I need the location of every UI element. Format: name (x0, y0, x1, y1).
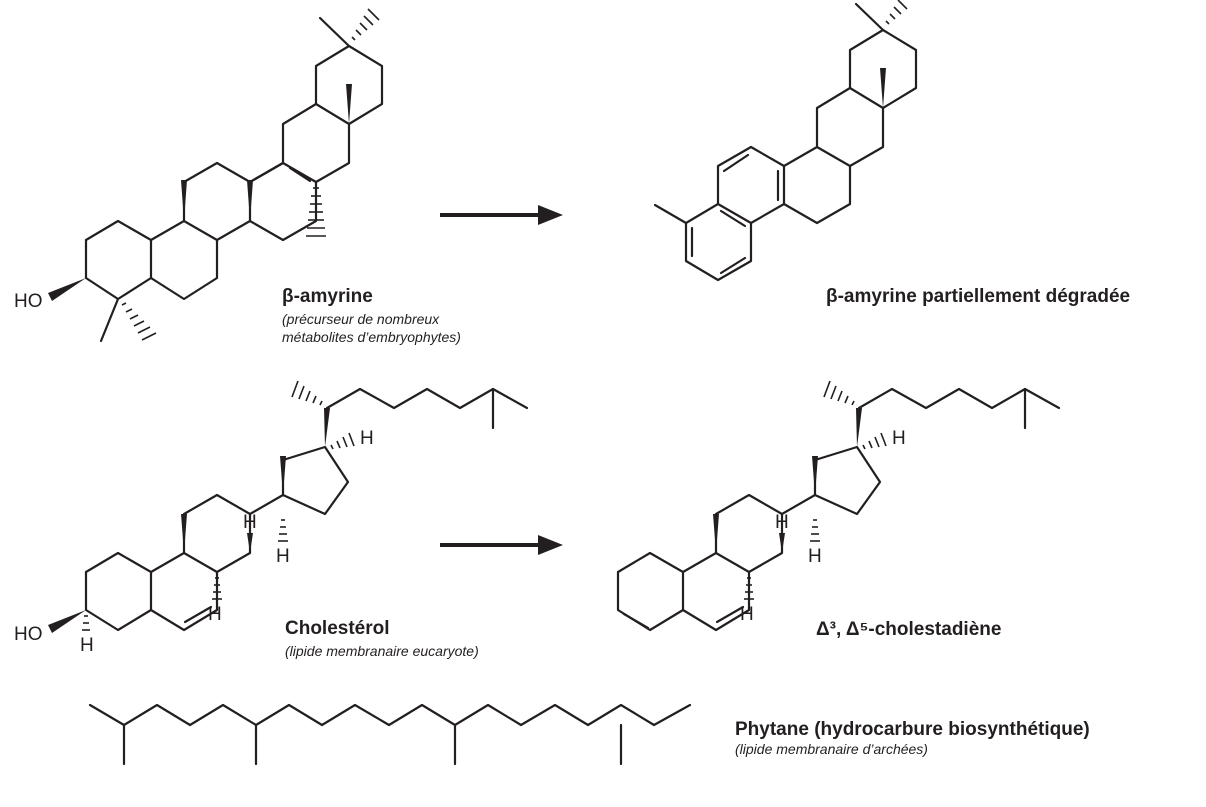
methyl-wedge (247, 180, 253, 221)
methyl-hash (351, 8, 380, 41)
h-hash (810, 519, 820, 542)
h-hash (278, 519, 288, 542)
cholesterol-description: (lipide membranaire eucaryote) (285, 643, 479, 659)
beta-amyrin-description-line1: (précurseur de nombreux (282, 311, 440, 327)
h-hash (82, 615, 90, 631)
atom-label-h: H (808, 546, 822, 567)
h-hash (212, 577, 222, 600)
beta-amyrin-name: β-amyrine (282, 286, 373, 307)
atom-label-h: H (892, 428, 906, 449)
h-hash (862, 432, 887, 450)
atom-label-h: H (360, 428, 374, 449)
atom-label-h: H (80, 635, 94, 656)
h-hash (330, 432, 355, 450)
methyl-wedge (346, 84, 352, 124)
phytane-description: (lipide membranaire d’archées) (735, 741, 928, 757)
methyl-hash (823, 380, 855, 406)
atom-label-ho: HO (14, 624, 43, 645)
atom-label-ho: HO (14, 291, 43, 312)
h-hash (744, 577, 754, 600)
beta-amyrin-structure: HO (14, 8, 384, 343)
atom-label-h: H (208, 604, 222, 625)
methyl-wedge (181, 180, 187, 221)
atom-label-h: H (243, 512, 257, 533)
methyl-hash (306, 187, 326, 237)
methyl-hash (121, 302, 157, 341)
cholesterol-name: Cholestérol (285, 618, 390, 639)
phytane-structure (88, 703, 692, 766)
beta-amyrin-description-line2: métabolites d’embryophytes) (282, 329, 461, 345)
cholestadiene-name: Δ³, Δ⁵-cholestadiène (816, 619, 1001, 640)
cholestadiene-structure: H H H H (616, 380, 1061, 632)
cholesterol-structure: H H H H HO H (14, 380, 529, 656)
atom-label-h: H (740, 604, 754, 625)
atom-label-h: H (276, 546, 290, 567)
methyl-hash (885, 0, 908, 25)
reaction-arrow (440, 535, 563, 555)
degraded-beta-amyrin-structure (653, 0, 918, 282)
reaction-arrow (440, 205, 563, 225)
atom-label-h: H (775, 512, 789, 533)
phytane-name: Phytane (hydrocarbure biosynthétique) (735, 719, 1090, 740)
methyl-hash (291, 380, 323, 406)
degraded-beta-amyrin-name: β-amyrine partiellement dégradée (826, 286, 1130, 307)
